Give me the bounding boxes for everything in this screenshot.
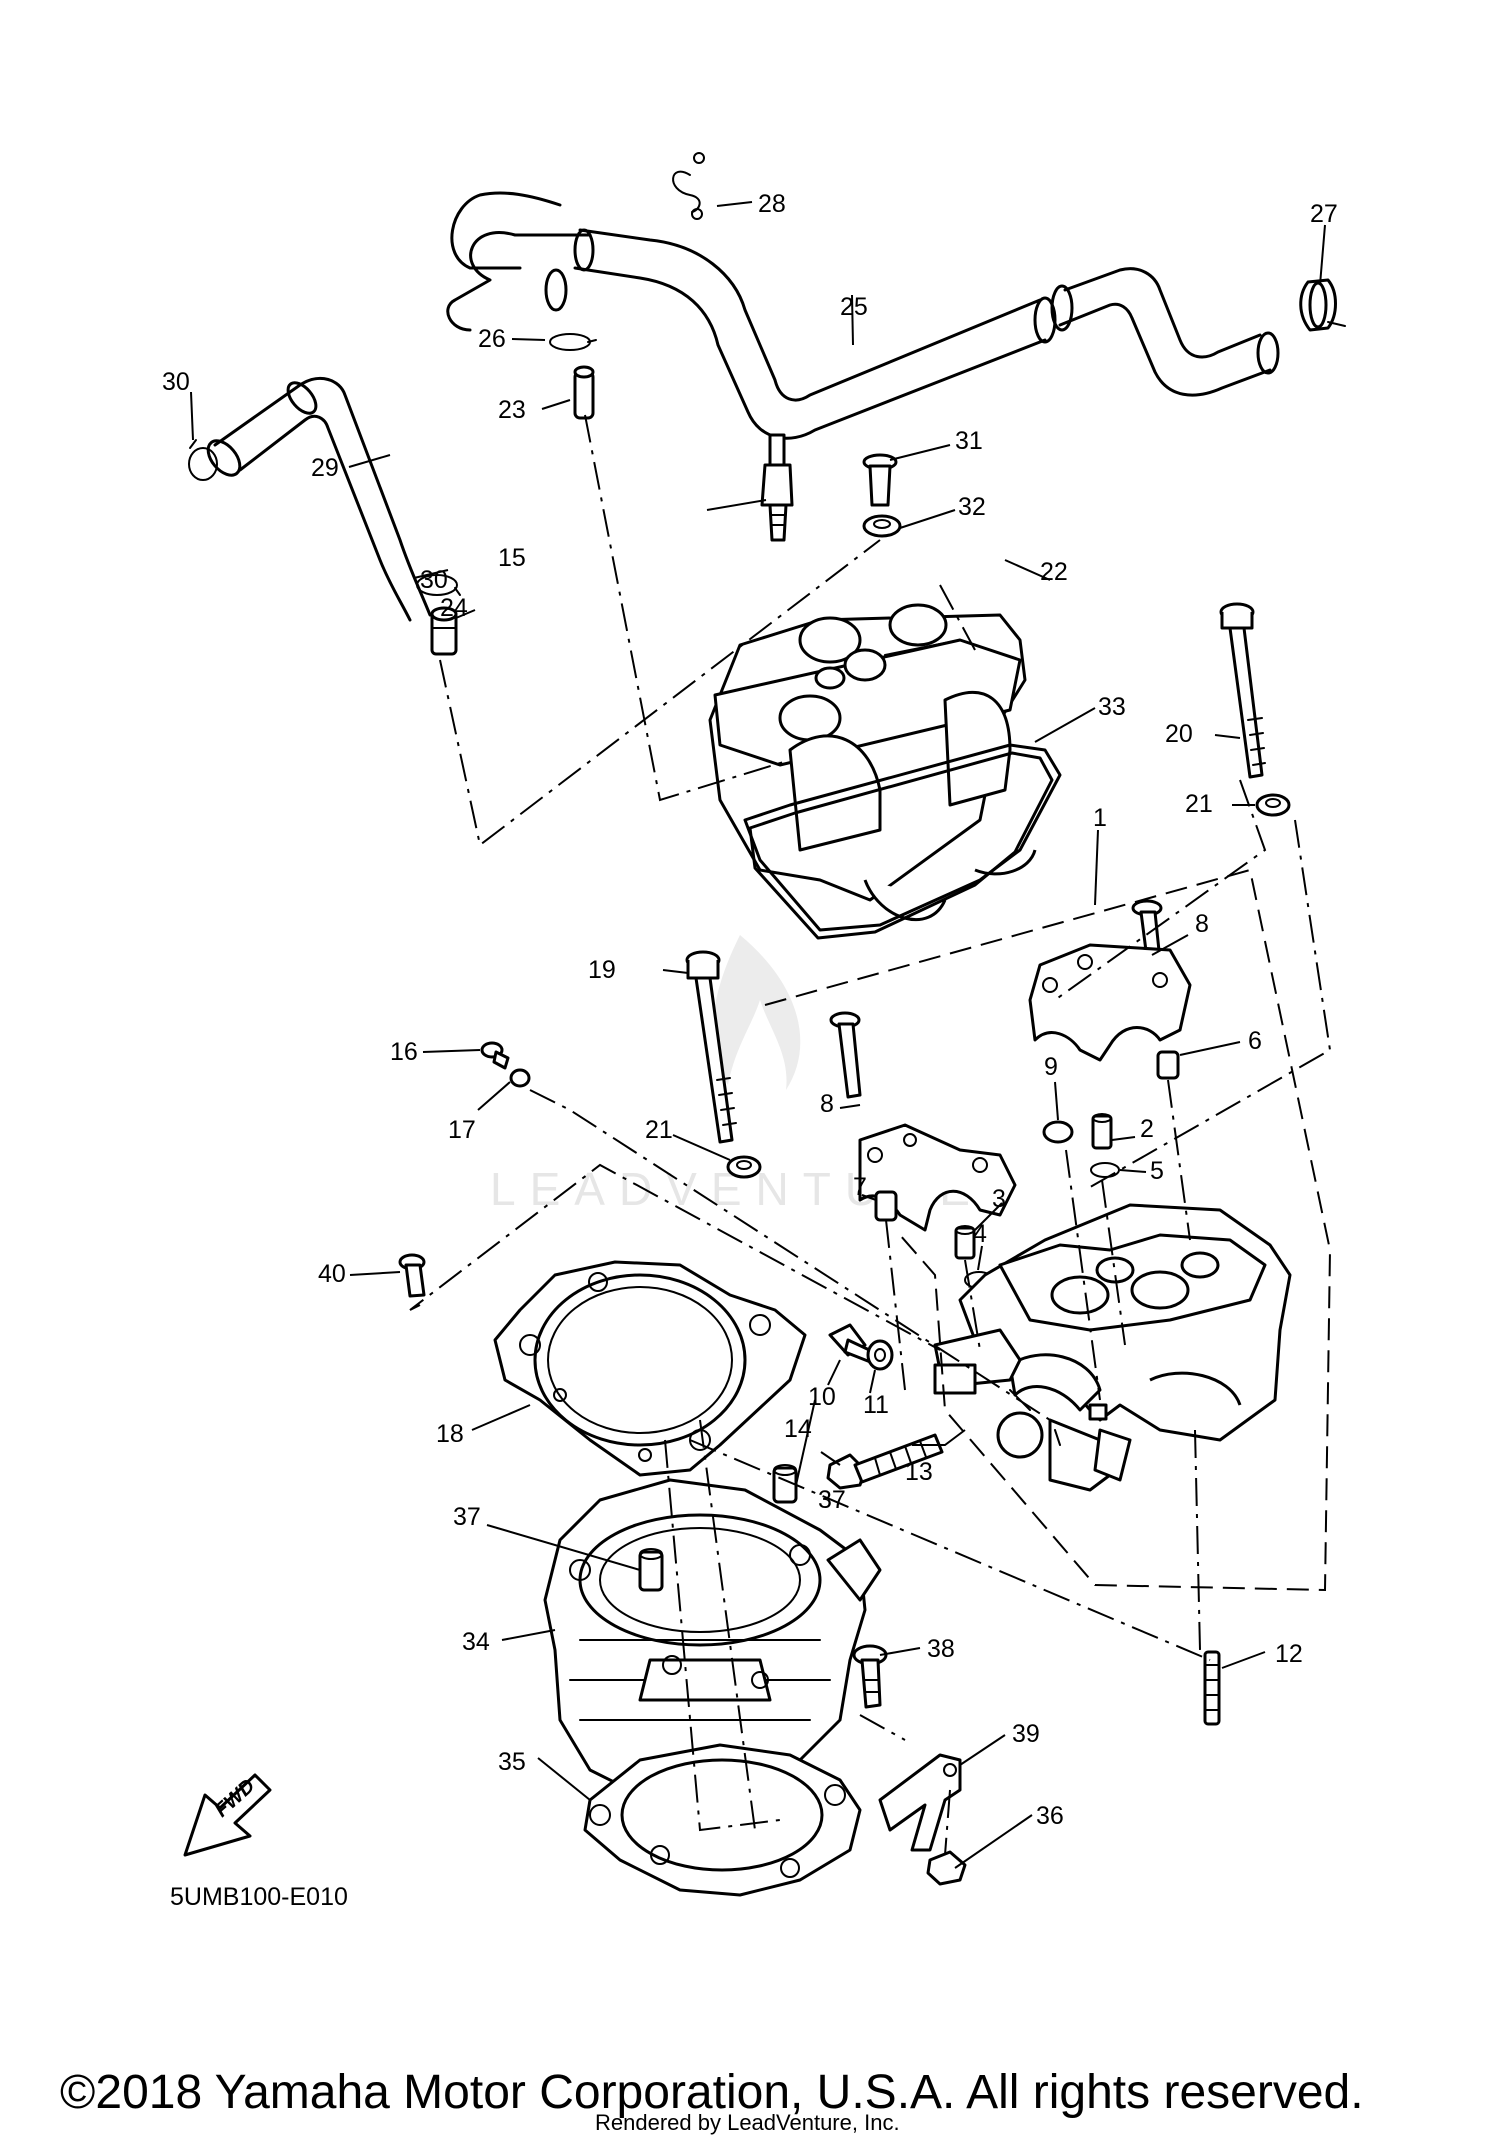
callout-4: 4 xyxy=(973,1220,987,1248)
washer-21-right xyxy=(1255,793,1291,817)
callout-31: 31 xyxy=(955,427,983,455)
callout-9: 9 xyxy=(1044,1053,1058,1081)
callout-29: 29 xyxy=(311,454,339,482)
callout-23: 23 xyxy=(498,396,526,424)
callout-3: 3 xyxy=(992,1185,1006,1213)
callout-40: 40 xyxy=(318,1260,346,1288)
callout-10: 10 xyxy=(808,1383,836,1411)
washer-11 xyxy=(866,1339,894,1371)
copyright-notice: ©2018 Yamaha Motor Corporation, U.S.A. A… xyxy=(60,2066,1364,2119)
callout-24: 24 xyxy=(440,594,468,622)
hose-29 xyxy=(206,376,432,622)
callout-21-right: 21 xyxy=(1185,790,1213,818)
dowel-37-left xyxy=(638,1548,664,1592)
callout-5: 5 xyxy=(1150,1157,1164,1185)
callout-13: 13 xyxy=(905,1458,933,1486)
base-gasket-35 xyxy=(583,1743,862,1897)
callout-20: 20 xyxy=(1165,720,1193,748)
bolt-20 xyxy=(1219,602,1266,779)
washer-32 xyxy=(862,514,902,538)
dowel-7 xyxy=(874,1190,898,1222)
oring-5 xyxy=(1090,1162,1120,1178)
bolt-36 xyxy=(926,1850,967,1886)
callout-37-right: 37 xyxy=(818,1486,846,1514)
bolt-16 xyxy=(480,1041,510,1070)
callout-16: 16 xyxy=(390,1038,418,1066)
stud-13 xyxy=(853,1433,944,1484)
plug-9 xyxy=(1042,1120,1074,1144)
leader-lines xyxy=(190,201,1326,1869)
dowel-6 xyxy=(1156,1050,1180,1080)
callout-22: 22 xyxy=(1040,558,1068,586)
callout-26: 26 xyxy=(478,325,506,353)
diagram-code: 5UMB100-E010 xyxy=(170,1883,348,1911)
callout-19: 19 xyxy=(588,956,616,984)
callout-30-lower: 30 xyxy=(420,566,448,594)
callout-34: 34 xyxy=(462,1628,490,1656)
callout-11: 11 xyxy=(863,1391,889,1419)
callout-7: 7 xyxy=(853,1173,867,1201)
callout-35: 35 xyxy=(498,1748,526,1776)
camshaft-cap-right xyxy=(1028,943,1192,1062)
stud-12 xyxy=(1203,1650,1221,1726)
callout-30-top: 30 xyxy=(162,368,190,396)
bolt-31 xyxy=(862,453,898,507)
washer-17 xyxy=(509,1068,531,1088)
bolt-40 xyxy=(398,1253,426,1298)
clip-28 xyxy=(672,152,705,220)
callout-17: 17 xyxy=(448,1116,476,1144)
callout-32: 32 xyxy=(958,493,986,521)
callout-18: 18 xyxy=(436,1420,464,1448)
callout-2: 2 xyxy=(1140,1115,1154,1143)
clip-30-top xyxy=(188,439,218,481)
cylinder-34 xyxy=(543,1478,882,1802)
valve-3 xyxy=(954,1225,976,1260)
callout-14: 14 xyxy=(784,1415,812,1443)
bolt-8-left xyxy=(829,1011,862,1099)
clip-30-lower xyxy=(416,574,461,596)
callout-38: 38 xyxy=(927,1635,955,1663)
cylinder-head-1 xyxy=(933,1203,1292,1492)
rendered-by-credit: Rendered by LeadVenture, Inc. xyxy=(595,2110,900,2135)
bolt-38 xyxy=(852,1644,888,1709)
assembly-lines xyxy=(409,414,1332,1856)
callout-6: 6 xyxy=(1248,1027,1262,1055)
callout-28: 28 xyxy=(758,190,786,218)
valve-2 xyxy=(1091,1113,1113,1150)
callout-15: 15 xyxy=(498,544,526,572)
gasket-33 xyxy=(743,743,1062,940)
callout-12: 12 xyxy=(1275,1640,1303,1668)
callout-37-left: 37 xyxy=(453,1503,481,1531)
fitting-24 xyxy=(430,606,458,656)
clip-26 xyxy=(549,333,597,351)
fitting-23 xyxy=(573,365,595,420)
callout-21-left: 21 xyxy=(645,1116,673,1144)
callout-1: 1 xyxy=(1093,804,1107,832)
callouts: 28 27 25 26 23 30 29 15 31 32 30 24 22 3… xyxy=(162,190,1338,1830)
dowel-37-right xyxy=(772,1464,798,1504)
callout-36: 36 xyxy=(1036,1802,1064,1830)
bolt-19 xyxy=(685,950,737,1144)
callout-27: 27 xyxy=(1310,200,1338,228)
callout-25: 25 xyxy=(840,293,868,321)
head-gasket-18 xyxy=(493,1260,807,1477)
cylinder-head-cover-22 xyxy=(708,603,1037,922)
breather-hose-25 xyxy=(446,191,1280,440)
bracket-39 xyxy=(878,1753,962,1852)
clamp-27 xyxy=(1299,278,1346,332)
callout-8-right: 8 xyxy=(1195,910,1209,938)
callout-39: 39 xyxy=(1012,1720,1040,1748)
fwd-arrow: FWD xyxy=(183,1773,272,1857)
callout-33: 33 xyxy=(1098,693,1126,721)
callout-8-left: 8 xyxy=(820,1090,834,1118)
spark-plug-15 xyxy=(760,433,794,542)
washer-21-left xyxy=(726,1155,762,1179)
